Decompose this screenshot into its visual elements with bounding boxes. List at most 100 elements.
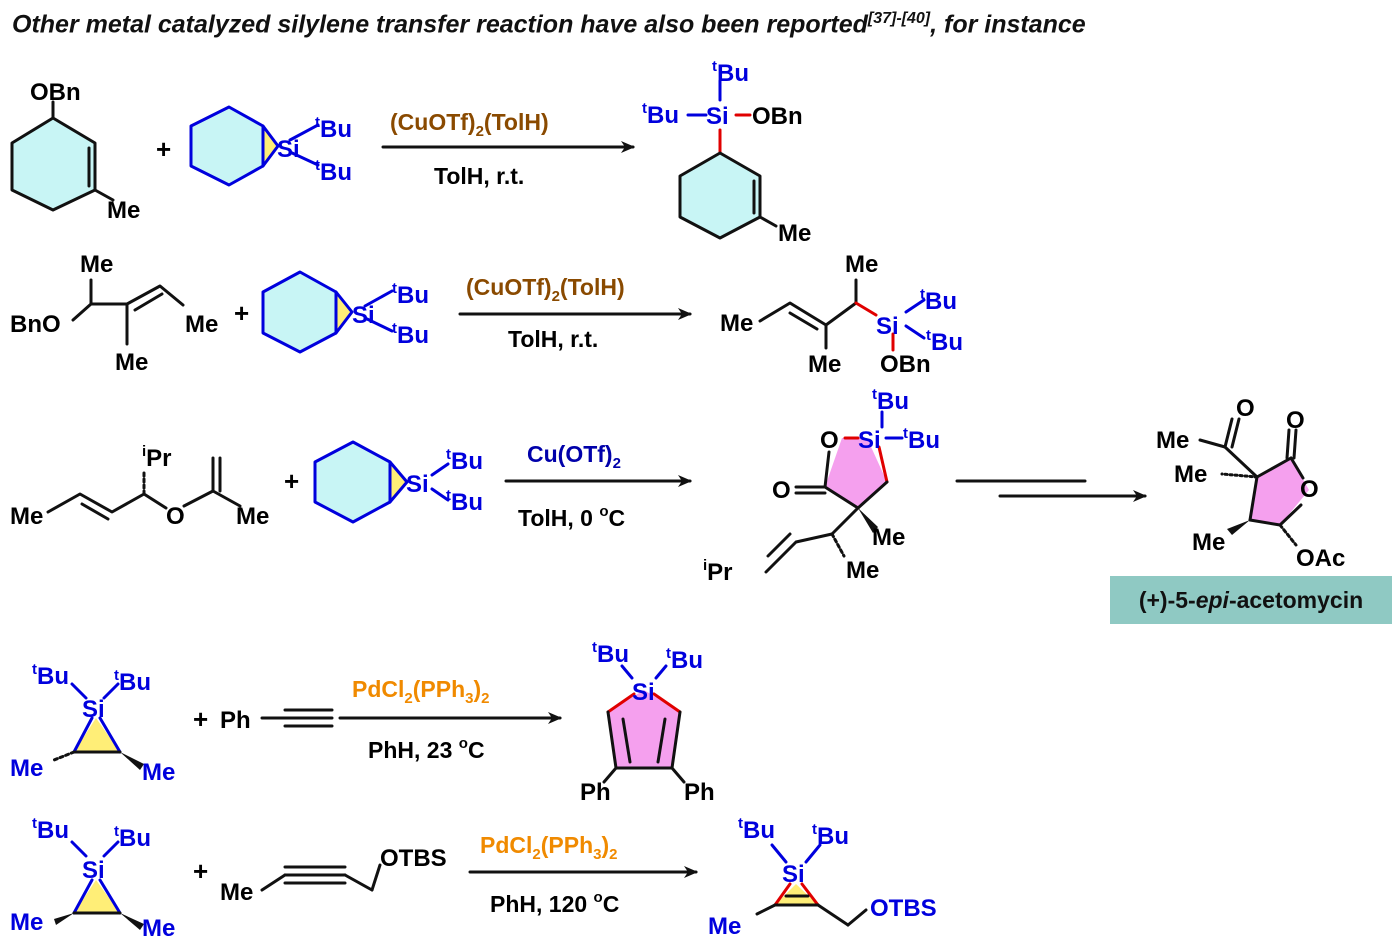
product-name-suffix: -acetomycin xyxy=(1228,586,1364,613)
row1-product-tbu-top: tBu xyxy=(712,58,749,87)
row5-me-alkyne: Me xyxy=(220,879,253,906)
row5-product-otbs: OTBS xyxy=(870,895,937,922)
row4-silirane xyxy=(52,682,144,770)
row1-obn-label: OBn xyxy=(30,79,81,106)
row4-ph-label: Ph xyxy=(220,707,251,734)
row2-si-label: Si xyxy=(352,302,375,329)
row5-silirane xyxy=(54,840,144,930)
row4-si-label: Si xyxy=(82,696,105,723)
row4-me-left: Me xyxy=(10,755,43,782)
row1-plus: + xyxy=(156,134,171,164)
row2-tbu-lower: tBu xyxy=(392,320,429,349)
row4-me-right: Me xyxy=(142,759,175,786)
row4-product-ph-right: Ph xyxy=(684,779,715,806)
row3-vinyl-ether xyxy=(46,456,242,521)
row2-tbu-upper: tBu xyxy=(392,280,429,309)
row2-me-right: Me xyxy=(185,311,218,338)
row5-tbu-left: tBu xyxy=(32,815,69,844)
row5-product-tbu-right: tBu xyxy=(812,821,849,850)
acetomycin-oac: OAc xyxy=(1296,545,1345,572)
acetomycin-me-acetyl: Me xyxy=(1156,427,1189,454)
row3-oxasilolanone xyxy=(764,410,904,574)
row3-silacyclopropane xyxy=(313,440,450,524)
acetomycin-o-ring: O xyxy=(1300,476,1319,503)
row2-product-me-left: Me xyxy=(720,310,753,337)
row3-tbu-upper: tBu xyxy=(446,446,483,475)
row2-silacyclopropane xyxy=(261,270,394,354)
product-name-badge: (+)-5-epi-acetomycin xyxy=(1110,576,1392,624)
row2-silane-ring xyxy=(261,270,338,354)
row2-reagent: (CuOTf)2(TolH) xyxy=(466,274,625,305)
row3-product-tbu-top: tBu xyxy=(872,386,909,415)
header-caption: Other metal catalyzed silylene transfer … xyxy=(12,10,1086,39)
row2-plus: + xyxy=(234,298,249,328)
header-text: Other metal catalyzed silylene transfer … xyxy=(12,10,868,39)
row2-product-obn: OBn xyxy=(880,351,931,378)
row4-product-si: Si xyxy=(632,679,655,706)
row4-product-tbu-left: tBu xyxy=(592,639,629,668)
row1-product-si: Si xyxy=(706,103,729,130)
row2-allylic-ether xyxy=(71,278,185,346)
acetomycin-o-lactone: O xyxy=(1286,407,1305,434)
acetomycin-me-lower: Me xyxy=(1192,529,1225,556)
row3-si-label: Si xyxy=(406,471,429,498)
product-name-italic: epi xyxy=(1195,586,1229,613)
row1-tbu-upper: tBu xyxy=(315,114,352,143)
row5-me-left: Me xyxy=(10,909,43,936)
row1-silane-ring xyxy=(189,105,265,187)
header-tail: , for instance xyxy=(930,10,1086,39)
row4-reagent: PdCl2(PPh3)2 xyxy=(352,676,489,707)
row4-silirane-ring xyxy=(74,718,120,752)
product-name-prefix: (+)-5- xyxy=(1138,586,1196,613)
row1-cyclohexenyl-ether xyxy=(10,100,115,212)
row4-conditions: PhH, 23 oC xyxy=(368,735,485,763)
row4-phenylacetylene xyxy=(260,708,334,728)
row3-product-tbu-right: tBu xyxy=(903,425,940,454)
row3-reagent: Cu(OTf)2 xyxy=(527,441,621,472)
row3-me-right: Me xyxy=(236,503,269,530)
row2-conditions: TolH, r.t. xyxy=(508,326,598,352)
acetomycin-o-ketone: O xyxy=(1236,395,1255,422)
row4-silole xyxy=(602,664,686,784)
row3-product-me-quaternary: Me xyxy=(872,524,905,551)
row3-product-si: Si xyxy=(858,427,881,454)
row2-product-tbu-upper: tBu xyxy=(920,286,957,315)
row5-product-si: Si xyxy=(782,861,805,888)
row3-plus: + xyxy=(284,466,299,496)
row5-reagent: PdCl2(PPh3)2 xyxy=(480,832,617,863)
row1-product-ring xyxy=(678,151,762,240)
row2-product xyxy=(758,278,926,352)
row4-product-tbu-right: tBu xyxy=(666,645,703,674)
row5-butynyl-ether xyxy=(260,863,382,892)
row3-me-left: Me xyxy=(10,503,43,530)
row1-reactant-ring xyxy=(10,116,97,212)
acetomycin-me-quaternary: Me xyxy=(1174,461,1207,488)
row1-tbu-lower: tBu xyxy=(315,157,352,186)
row1-product-tbu-left: tBu xyxy=(642,100,679,129)
row1-conditions: TolH, r.t. xyxy=(434,163,524,189)
header-reference: [37]-[40] xyxy=(867,10,931,27)
row5-product-me: Me xyxy=(708,913,741,940)
row3-lactone-ring xyxy=(825,438,887,508)
row3-product-me-side: Me xyxy=(846,557,879,584)
row3-product-o-ring: O xyxy=(820,427,839,454)
row5-tbu-right: tBu xyxy=(114,823,151,852)
row4-plus: + xyxy=(193,704,208,734)
row4-product-ph-left: Ph xyxy=(580,779,611,806)
row5-si-label: Si xyxy=(82,857,105,884)
row2-bno-label: BnO xyxy=(10,311,61,338)
row3-conditions: TolH, 0 oC xyxy=(518,503,625,531)
row3-product-o-carbonyl: O xyxy=(772,477,791,504)
row1-silacyclopropane xyxy=(189,105,320,187)
row4-silole-ring xyxy=(608,690,680,768)
row2-me-bottom: Me xyxy=(115,349,148,376)
row4-tbu-right: tBu xyxy=(114,667,151,696)
row1-me-label: Me xyxy=(107,197,140,224)
row5-silirane-ring xyxy=(74,880,120,913)
row1-reagent: (CuOTf)2(TolH) xyxy=(390,109,549,140)
row2-me-top: Me xyxy=(80,251,113,278)
row3-tbu-lower: tBu xyxy=(446,487,483,516)
row2-product-tbu-lower: tBu xyxy=(926,327,963,356)
acetomycin-structure xyxy=(1198,417,1309,547)
